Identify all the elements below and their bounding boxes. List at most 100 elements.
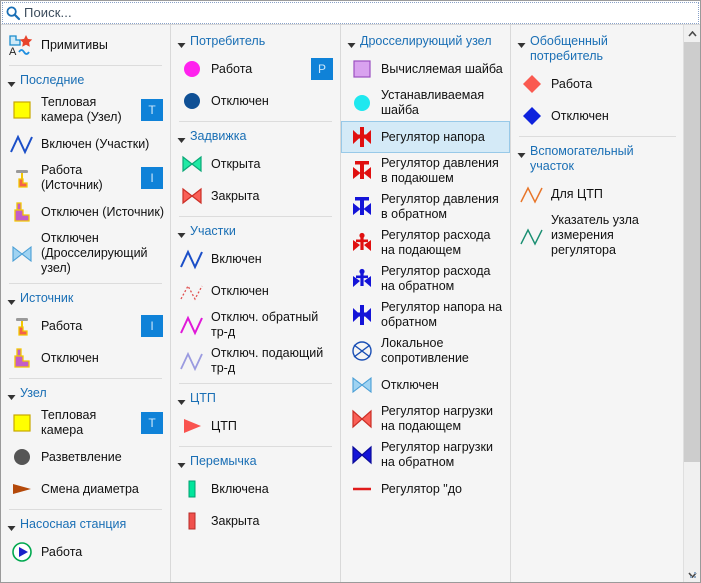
caret-down-icon bbox=[7, 391, 16, 400]
group-label: Дросселирующий узел bbox=[360, 34, 492, 48]
palette-item-label: Указатель узла измерения регулятора bbox=[551, 213, 639, 257]
bowtie-red-icon bbox=[177, 183, 207, 209]
group-header[interactable]: ЦТП bbox=[171, 386, 340, 410]
caret-down-icon bbox=[7, 296, 16, 305]
palette-item[interactable]: Регулятор расхода на обратном bbox=[341, 261, 510, 297]
zigzag-magenta-icon bbox=[177, 312, 207, 338]
group-header[interactable]: Вспомогательный участок bbox=[511, 139, 684, 178]
source-off-icon bbox=[7, 345, 37, 371]
palette-item-label: Открыта bbox=[211, 156, 261, 171]
palette-item[interactable]: Устанавливаемая шайба bbox=[341, 85, 510, 121]
divider bbox=[9, 509, 162, 510]
palette-item[interactable]: Отключен bbox=[1, 342, 170, 374]
divider bbox=[9, 378, 162, 379]
group-header[interactable]: Дросселирующий узел bbox=[341, 29, 510, 53]
red-line-icon bbox=[347, 476, 377, 502]
blue-zigzag-icon bbox=[7, 131, 37, 157]
palette-item[interactable]: Указатель узла измерения регулятора bbox=[511, 210, 684, 261]
palette-item-label: Регулятор расхода на подающем bbox=[381, 228, 491, 257]
palette-item[interactable]: Закрыта bbox=[171, 505, 340, 537]
palette-item-label: Отключен bbox=[211, 283, 269, 298]
palette-item[interactable]: Отключ. обратный тр-д bbox=[171, 307, 340, 343]
vertical-scrollbar[interactable] bbox=[683, 25, 700, 582]
caret-down-icon bbox=[177, 396, 186, 405]
scrollbar-thumb[interactable] bbox=[684, 42, 700, 462]
palette-item-label: Закрыта bbox=[211, 513, 260, 528]
search-input[interactable]: Поиск... bbox=[24, 5, 72, 20]
palette-item[interactable]: ЦТП bbox=[171, 410, 340, 442]
caret-down-icon bbox=[177, 134, 186, 143]
palette-item[interactable]: Смена диаметра bbox=[1, 473, 170, 505]
group-label: Узел bbox=[20, 386, 47, 400]
palette-item[interactable]: Работа (Источник) I bbox=[1, 160, 170, 196]
group-header[interactable]: Насосная станция bbox=[1, 512, 170, 536]
palette-item[interactable]: Регулятор нагрузки на подающем bbox=[341, 401, 510, 437]
palette-item[interactable]: Вычисляемая шайба bbox=[341, 53, 510, 85]
palette-item[interactable]: Для ЦТП bbox=[511, 178, 684, 210]
palette-item[interactable]: Работа bbox=[511, 68, 684, 100]
group-label: Потребитель bbox=[190, 34, 266, 48]
caret-down-icon bbox=[347, 39, 356, 48]
group-header[interactable]: Потребитель bbox=[171, 29, 340, 53]
palette-item[interactable]: Отключен bbox=[511, 100, 684, 132]
shortcut-badge: I bbox=[141, 167, 163, 189]
magenta-circle-icon bbox=[177, 56, 207, 82]
group-header[interactable]: Узел bbox=[1, 381, 170, 405]
divider bbox=[519, 136, 676, 137]
palette-item[interactable]: Тепловая камера (Узел)T bbox=[1, 92, 170, 128]
group-label: Насосная станция bbox=[20, 517, 127, 531]
group-label: Вспомогательный участок bbox=[530, 144, 634, 173]
palette-item[interactable]: Отключен bbox=[171, 275, 340, 307]
group-label: Последние bbox=[20, 73, 85, 87]
cyan-circle-icon bbox=[347, 90, 377, 116]
group-label: Перемычка bbox=[190, 454, 257, 468]
group-header[interactable]: Участки bbox=[171, 219, 340, 243]
palette-item[interactable]: Регулятор напора на обратном bbox=[341, 297, 510, 333]
resize-grip-icon[interactable] bbox=[687, 569, 699, 581]
palette-item[interactable]: Отключен bbox=[171, 85, 340, 117]
group-header[interactable]: Перемычка bbox=[171, 449, 340, 473]
palette-item[interactable]: Включен (Участки) bbox=[1, 128, 170, 160]
palette-item[interactable]: Включен bbox=[171, 243, 340, 275]
palette-item-label: Работа (Источник) bbox=[41, 163, 103, 192]
palette-item-label: Устанавливаемая шайба bbox=[381, 88, 485, 117]
palette-item[interactable]: Работа bbox=[1, 536, 170, 568]
palette-item-label: Включен bbox=[211, 251, 262, 266]
valve-anchor-red-icon bbox=[347, 230, 377, 256]
shortcut-badge: I bbox=[141, 315, 163, 337]
valve-anchor-blue-icon bbox=[347, 266, 377, 292]
divider bbox=[179, 216, 332, 217]
scroll-up-button[interactable] bbox=[684, 25, 700, 42]
palette-item-label: Тепловая камера (Узел) bbox=[41, 95, 122, 124]
palette-item[interactable]: Включена bbox=[171, 473, 340, 505]
search-bar[interactable]: Поиск... bbox=[1, 1, 700, 25]
palette-item[interactable]: Отключен (Источник) bbox=[1, 196, 170, 228]
palette-item[interactable]: Регулятор давления в подаюшем bbox=[341, 153, 510, 189]
palette-item[interactable]: Регулятор давления в обратном bbox=[341, 189, 510, 225]
group-header[interactable]: Обобщенный потребитель bbox=[511, 29, 684, 68]
palette-item[interactable]: Регулятор напора bbox=[341, 121, 510, 153]
group-header[interactable]: Последние bbox=[1, 68, 170, 92]
palette-item[interactable]: Регулятор "до bbox=[341, 473, 510, 505]
palette-item[interactable]: Регулятор расхода на подающем bbox=[341, 225, 510, 261]
palette-item[interactable]: Отключен bbox=[341, 369, 510, 401]
palette-item[interactable]: Закрыта bbox=[171, 180, 340, 212]
palette-item[interactable]: Регулятор нагрузки на обратном bbox=[341, 437, 510, 473]
palette-item[interactable]: Отключ. подающий тр-д bbox=[171, 343, 340, 379]
group-header[interactable]: Источник bbox=[1, 286, 170, 310]
palette-item-label: Регулятор напора bbox=[381, 129, 485, 144]
palette-item[interactable]: Локальное сопротивление bbox=[341, 333, 510, 369]
group-label: Задвижка bbox=[190, 129, 247, 143]
palette-item[interactable]: Открыта bbox=[171, 148, 340, 180]
palette-item[interactable]: Отключен (Дросселирующий узел) bbox=[1, 228, 170, 279]
palette-item-label: Локальное сопротивление bbox=[381, 336, 469, 365]
palette-item[interactable]: Разветвление bbox=[1, 441, 170, 473]
group-header[interactable]: Задвижка bbox=[171, 124, 340, 148]
